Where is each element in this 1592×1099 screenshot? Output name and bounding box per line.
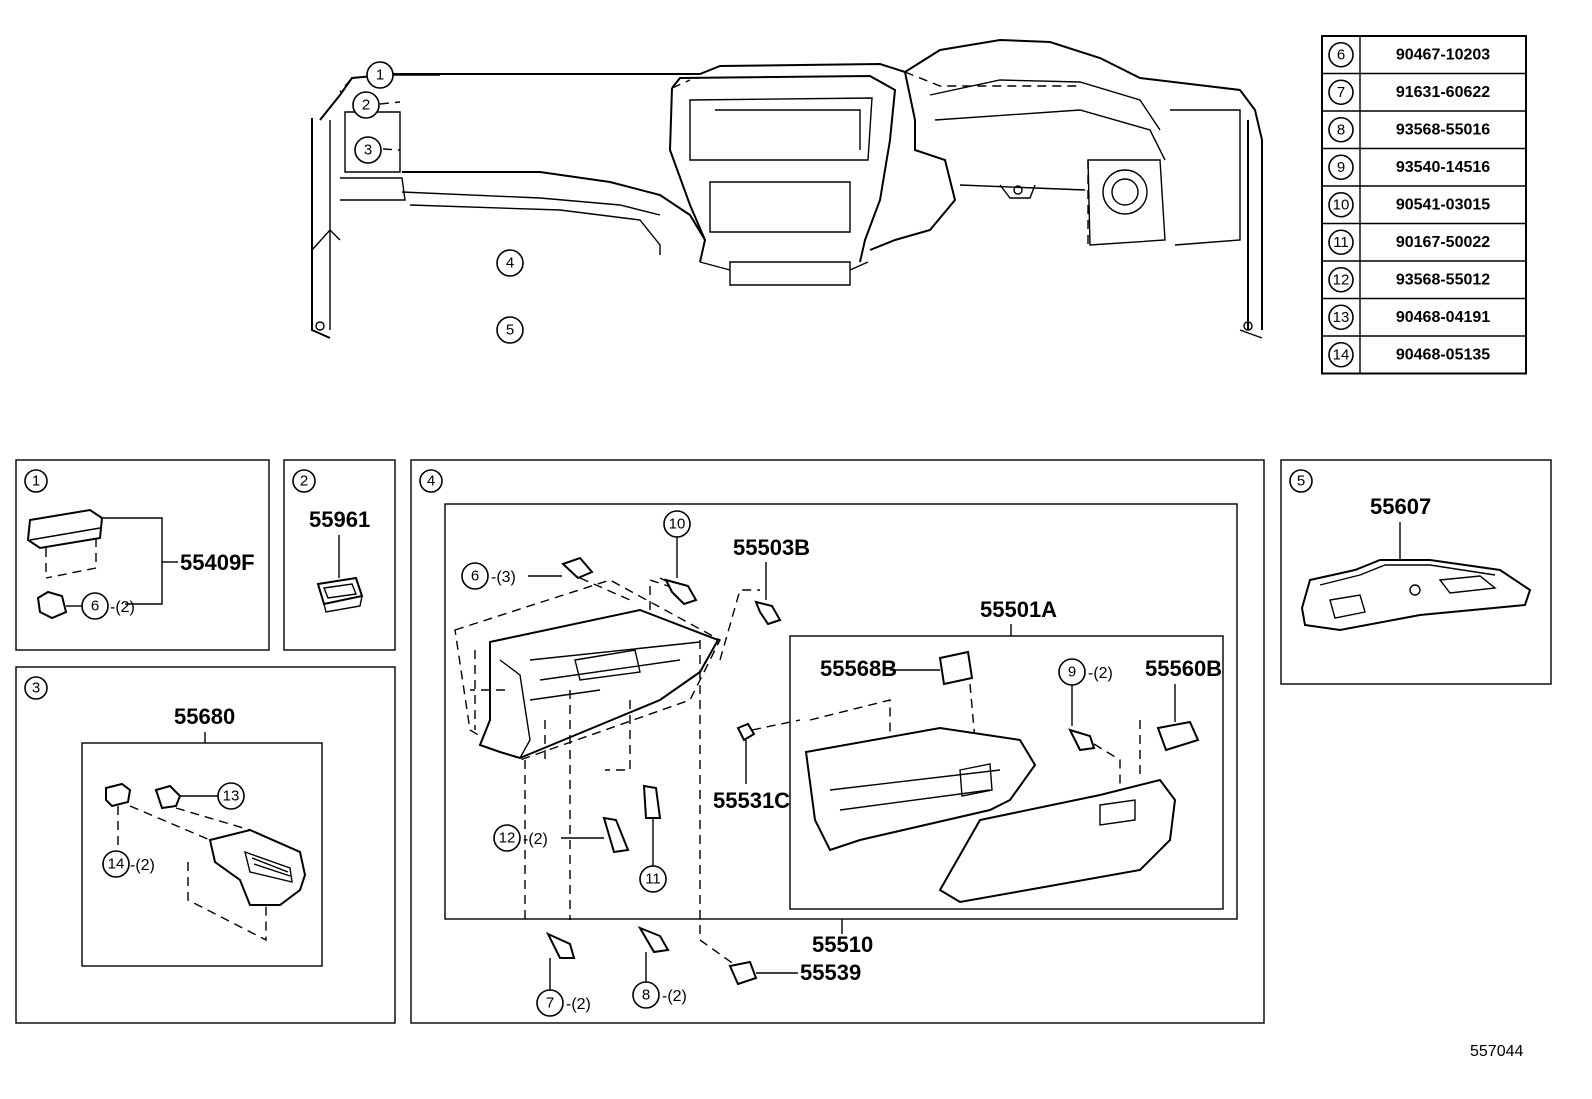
table-index: 8: [1337, 121, 1345, 138]
box-3: 3 55680 13 14 -(2): [15, 666, 396, 1024]
svg-text:-(2): -(2): [1088, 665, 1113, 682]
svg-text:3: 3: [32, 680, 40, 697]
svg-text:-(3): -(3): [491, 569, 516, 586]
svg-text:-(2): -(2): [662, 988, 687, 1005]
svg-text:55560B: 55560B: [1145, 656, 1222, 681]
table-index: 14: [1333, 346, 1350, 363]
table-index: 6: [1337, 46, 1345, 63]
svg-text:9: 9: [1068, 664, 1076, 681]
table-index-circle: [1328, 266, 1354, 293]
overview-callout-3: 3: [354, 136, 382, 164]
dashboard-overview: [311, 38, 1263, 339]
svg-text:1: 1: [376, 67, 384, 84]
box-2: 2 55961: [283, 459, 396, 651]
svg-text:55503B: 55503B: [733, 535, 810, 560]
table-index-circle: [1328, 154, 1354, 181]
table-part-number: 90467-10203: [1396, 46, 1490, 63]
svg-text:55568B: 55568B: [820, 656, 897, 681]
svg-text:-(2): -(2): [566, 996, 591, 1013]
svg-text:3: 3: [364, 142, 372, 159]
box-1: 1 55409F 6 -(2): [15, 459, 270, 651]
svg-text:55409F: 55409F: [180, 550, 255, 575]
table-part-number: 91631-60622: [1396, 84, 1490, 101]
box-4: 4 6 -(3) 10 55503B 55501A: [410, 459, 1265, 1024]
svg-text:1: 1: [32, 473, 40, 490]
overview-callout-2: 2: [352, 91, 380, 119]
table-index: 11: [1333, 234, 1349, 251]
svg-text:14: 14: [108, 856, 125, 873]
svg-text:13: 13: [223, 788, 240, 805]
svg-text:5: 5: [506, 322, 514, 339]
svg-text:11: 11: [645, 871, 661, 888]
overview-callout-1: 1: [366, 61, 440, 89]
svg-text:6: 6: [471, 568, 479, 585]
overview-callout-4: 4: [496, 249, 524, 277]
table-index: 7: [1337, 84, 1345, 101]
svg-text:55680: 55680: [174, 704, 235, 729]
table-part-number: 93568-55016: [1396, 121, 1490, 138]
svg-text:8: 8: [642, 987, 650, 1004]
box-5: 5 55607: [1280, 459, 1552, 685]
svg-text:12: 12: [499, 830, 516, 847]
svg-text:-(2): -(2): [110, 599, 135, 616]
svg-text:5: 5: [1297, 473, 1305, 490]
part-number-table: 6 90467-10203 7 91631-60622 8 93568-55016 9 935…: [1321, 35, 1527, 375]
svg-text:55607: 55607: [1370, 494, 1431, 519]
table-index: 12: [1333, 271, 1350, 288]
svg-text:-(2): -(2): [523, 831, 548, 848]
table-index: 13: [1333, 309, 1350, 326]
svg-text:2: 2: [362, 97, 370, 114]
svg-text:4: 4: [427, 473, 435, 490]
table-index-circle: [1328, 116, 1354, 143]
svg-text:55510: 55510: [812, 932, 873, 957]
svg-text:-(2): -(2): [130, 857, 155, 874]
table-frame: [1321, 35, 1527, 375]
svg-text:55531C: 55531C: [713, 788, 790, 813]
table-part-number: 90167-50022: [1396, 234, 1490, 251]
table-part-number: 93540-14516: [1396, 159, 1490, 176]
table-index: 9: [1337, 159, 1345, 176]
svg-text:10: 10: [669, 516, 686, 533]
svg-text:55501A: 55501A: [980, 597, 1057, 622]
table-index-circle: [1328, 304, 1354, 331]
table-index: 10: [1333, 196, 1350, 213]
svg-text:2: 2: [300, 473, 308, 490]
svg-text:7: 7: [546, 995, 554, 1012]
svg-text:55539: 55539: [800, 960, 861, 985]
diagram-reference-code: 557044: [1470, 1043, 1523, 1060]
table-part-number: 90541-03015: [1396, 196, 1490, 213]
table-index-circle: [1328, 41, 1354, 68]
table-index-circle: [1328, 341, 1354, 368]
table-part-number: 90468-04191: [1396, 309, 1490, 326]
table-part-number: 90468-05135: [1396, 346, 1490, 363]
svg-text:4: 4: [506, 255, 514, 272]
svg-text:55961: 55961: [309, 507, 370, 532]
table-part-number: 93568-55012: [1396, 271, 1490, 288]
overview-callout-5: 5: [496, 316, 524, 344]
table-index-circle: [1328, 229, 1354, 256]
svg-text:6: 6: [91, 598, 99, 615]
table-index-circle: [1328, 79, 1354, 106]
table-index-circle: [1328, 191, 1354, 218]
